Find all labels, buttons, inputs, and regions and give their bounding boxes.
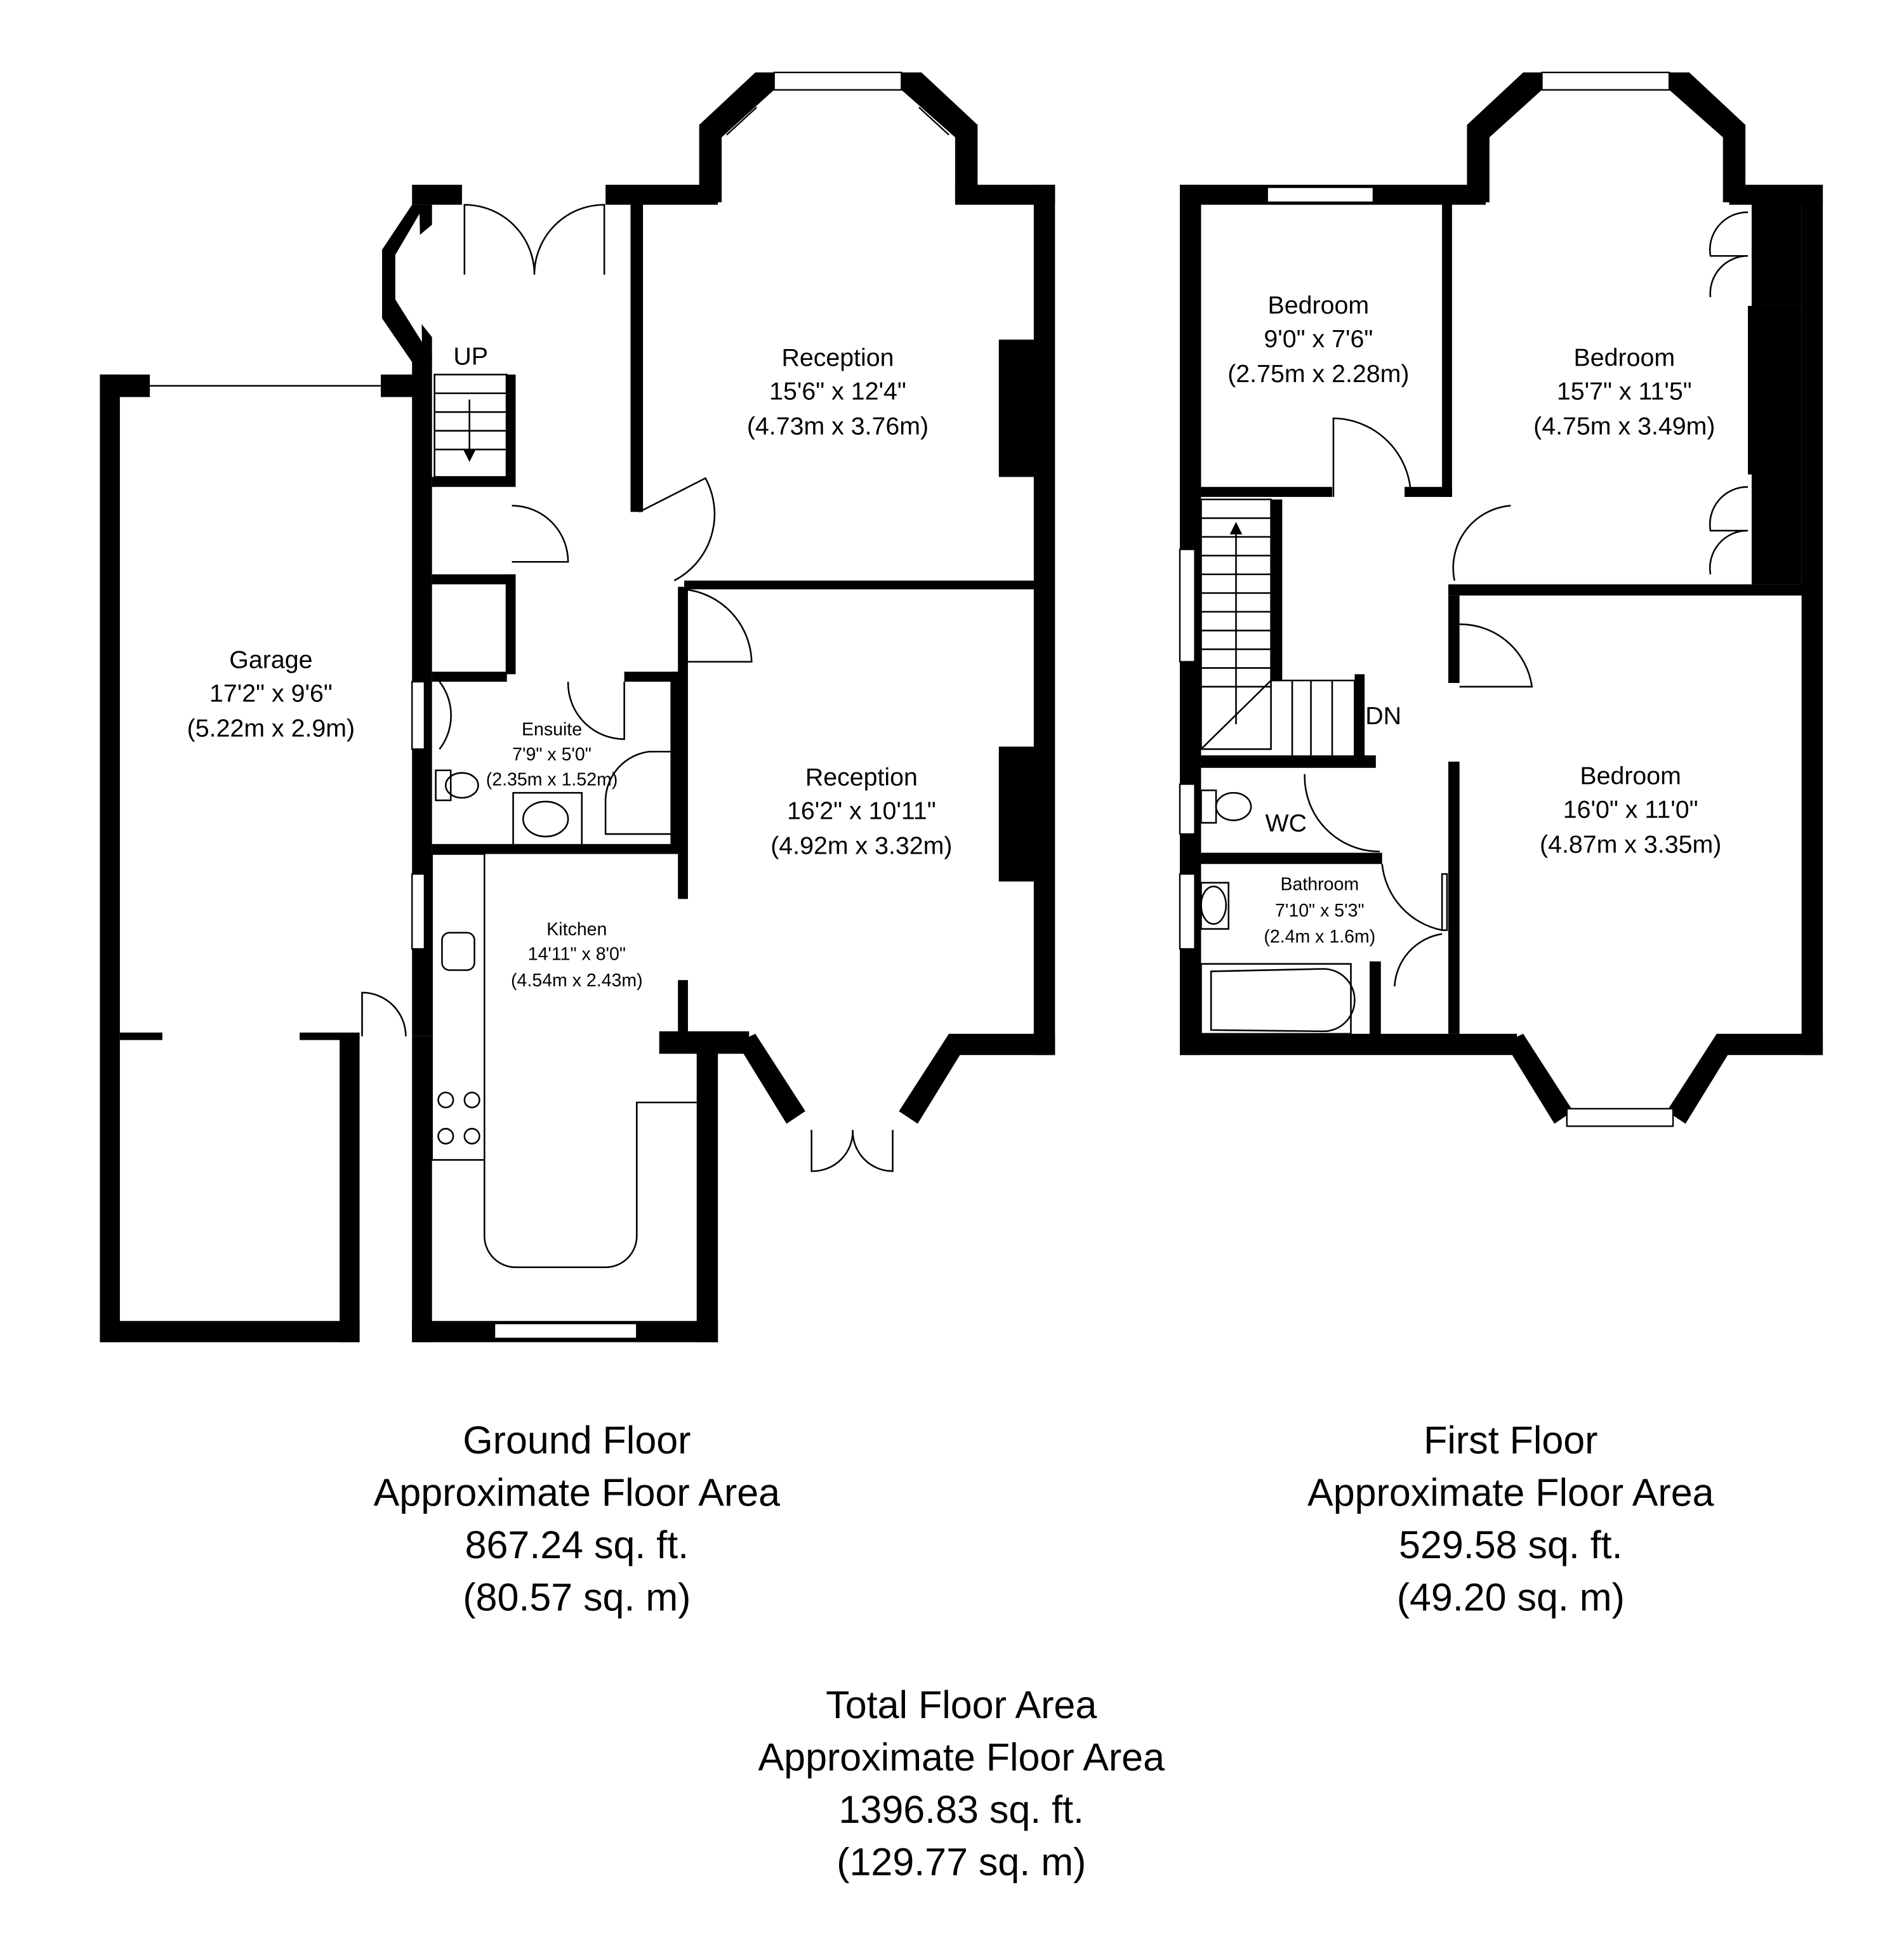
stairs-arrow-icon [463,449,476,462]
summary-sqm: (129.77 sq. m) [836,1841,1086,1884]
room-dimensions-imperial: 15'7" x 11'5" [1557,377,1692,405]
room-dimensions-imperial: 17'2" x 9'6" [209,680,333,708]
room-dimensions-metric: (4.75m x 3.49m) [1533,413,1715,440]
room-label-bedroom-rear: Bedroom 16'0" x 11'0" (4.87m x 3.35m) [1540,762,1721,858]
summary-sqft: 1396.83 sq. ft. [839,1788,1084,1831]
room-dimensions-imperial: 15'6" x 12'4" [769,377,906,405]
summary-subtitle: Approximate Floor Area [1307,1471,1714,1514]
room-dimensions-metric: (2.75m x 2.28m) [1227,360,1409,388]
room-dimensions-imperial: 14'11" x 8'0" [528,944,626,965]
room-dimensions-imperial: 16'2" x 10'11" [787,797,936,824]
room-name: Bedroom [1574,343,1676,371]
room-name: Bedroom [1580,762,1681,790]
ground-floor-summary: Ground Floor Approximate Floor Area 867.… [374,1419,781,1619]
summary-sqft: 867.24 sq. ft. [465,1523,689,1566]
summary-title: Ground Floor [463,1419,691,1462]
room-dimensions-imperial: 16'0" x 11'0" [1563,795,1698,823]
ground-floor-plan [100,71,1055,1342]
room-dimensions-metric: (5.22m x 2.9m) [187,715,355,743]
room-dimensions-imperial: 9'0" x 7'6" [1264,325,1373,353]
summary-title: Total Floor Area [826,1683,1097,1726]
room-dimensions-imperial: 7'9" x 5'0" [512,744,592,765]
room-name: Kitchen [546,919,607,939]
room-dimensions-metric: (4.87m x 3.35m) [1540,831,1721,859]
room-name: Reception [805,763,918,791]
first-floor-summary: First Floor Approximate Floor Area 529.5… [1307,1419,1714,1619]
room-label-bathroom: Bathroom 7'10" x 5'3" (2.4m x 1.6m) [1264,875,1375,948]
room-label-garage: Garage 17'2" x 9'6" (5.22m x 2.9m) [187,645,355,742]
room-label-wc: WC [1265,809,1307,837]
summary-sqm: (80.57 sq. m) [463,1576,691,1619]
room-dimensions-metric: (4.73m x 3.76m) [747,413,929,440]
stairs-down-label: DN [1365,702,1401,730]
room-name: Reception [781,343,894,371]
room-name: Bathroom [1281,875,1359,895]
summary-subtitle: Approximate Floor Area [758,1735,1165,1778]
summary-sqm: (49.20 sq. m) [1397,1576,1625,1619]
room-label-reception-front: Reception 15'6" x 12'4" (4.73m x 3.76m) [747,343,929,440]
room-label-ensuite: Ensuite 7'9" x 5'0" (2.35m x 1.52m) [486,720,618,790]
stairs-arrow-icon [1229,522,1243,534]
stairs-up-label: UP [453,342,488,370]
hob-icon [437,1091,480,1145]
room-label-bedroom-small: Bedroom 9'0" x 7'6" (2.75m x 2.28m) [1227,291,1409,388]
room-dimensions-metric: (4.92m x 3.32m) [770,832,952,860]
room-dimensions-metric: (2.35m x 1.52m) [486,769,618,790]
room-name: Garage [229,645,312,673]
room-name: Bedroom [1268,291,1370,319]
room-dimensions-metric: (2.4m x 1.6m) [1264,927,1375,947]
summary-sqft: 529.58 sq. ft. [1399,1523,1623,1566]
room-dimensions-imperial: 7'10" x 5'3" [1275,901,1365,921]
room-dimensions-metric: (4.54m x 2.43m) [511,970,643,991]
total-floor-summary: Total Floor Area Approximate Floor Area … [758,1683,1165,1884]
room-label-kitchen: Kitchen 14'11" x 8'0" (4.54m x 2.43m) [511,919,643,991]
summary-title: First Floor [1424,1419,1597,1462]
summary-subtitle: Approximate Floor Area [374,1471,781,1514]
room-name: Ensuite [522,720,582,740]
first-floor-plan [1179,71,1823,1127]
room-label-reception-rear: Reception 16'2" x 10'11" (4.92m x 3.32m) [770,763,952,859]
room-label-bedroom-front: Bedroom 15'7" x 11'5" (4.75m x 3.49m) [1533,343,1715,440]
